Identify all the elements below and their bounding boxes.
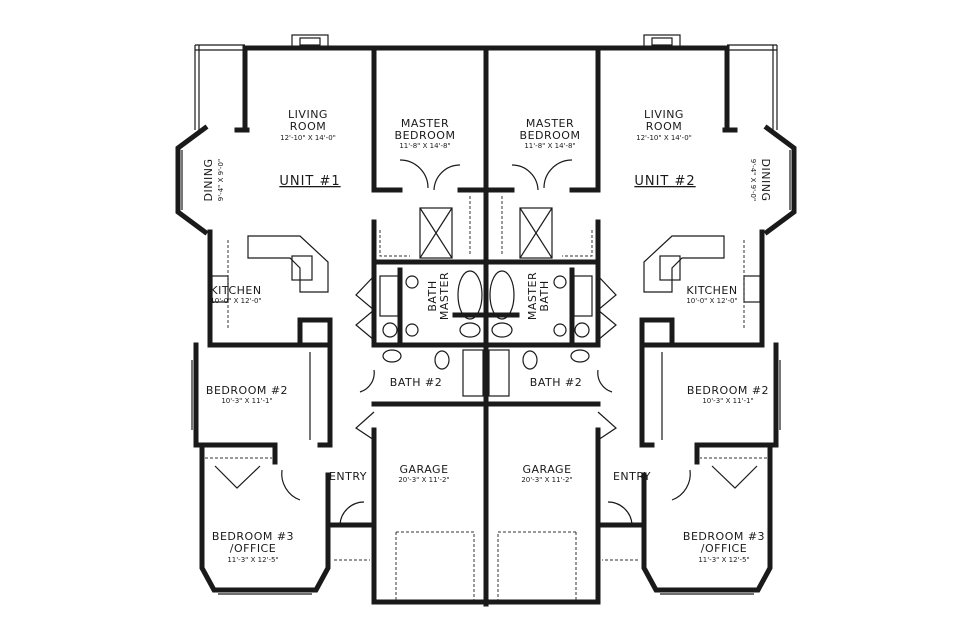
unit2-bedroom3-label2: /OFFICE: [701, 542, 747, 555]
unit2-bedroom3-label: BEDROOM #3: [683, 530, 765, 543]
unit2-master-label: MASTER: [526, 117, 574, 130]
unit1-dining-label: DINING: [202, 159, 215, 202]
unit2-master-label2: BEDROOM: [520, 129, 581, 142]
unit2-garage-label: GARAGE: [522, 463, 571, 476]
unit2-dining-dims: 9'-4" X 9'-0": [749, 159, 757, 201]
unit1-bath2-label: BATH #2: [390, 376, 442, 389]
unit1-living-dims: 12'-10" X 14'-0": [280, 134, 336, 142]
unit1-entry-label: ENTRY: [329, 470, 367, 483]
unit2-title: UNIT #2: [634, 174, 695, 189]
unit2-bath-label: MASTER: [526, 272, 539, 320]
unit1-garage-label: GARAGE: [399, 463, 448, 476]
unit2-kitchen-dims: 10'-0" X 12'-0": [686, 297, 737, 305]
unit1-bedroom3-dims: 11'-3" X 12'-5": [227, 556, 278, 564]
unit1-master-dims: 11'-8" X 14'-8": [399, 142, 450, 150]
unit2-bath-label2: BATH: [538, 280, 551, 311]
unit1-kitchen-dims: 10'-0" X 12'-0": [210, 297, 261, 305]
unit1-garage-dims: 20'-3" X 11'-2": [398, 476, 449, 484]
unit2-entry-label: ENTRY: [613, 470, 651, 483]
unit2-living-label2: ROOM: [646, 120, 682, 133]
unit1-master-label2: BEDROOM: [395, 129, 456, 142]
unit1-dining-dims: 9'-4" X 9'-0": [217, 159, 225, 201]
unit1-bedroom2-label: BEDROOM #2: [206, 384, 288, 397]
unit2-garage-dims: 20'-3" X 11'-2": [521, 476, 572, 484]
unit2-bedroom2-label: BEDROOM #2: [687, 384, 769, 397]
unit1-bedroom3-label2: /OFFICE: [230, 542, 276, 555]
unit1-bedroom2-dims: 10'-3" X 11'-1": [221, 397, 272, 405]
unit2-bedroom2-dims: 10'-3" X 11'-1": [702, 397, 753, 405]
unit1-bath-label2: MASTER: [438, 272, 451, 320]
unit2-master-dims: 11'-8" X 14'-8": [524, 142, 575, 150]
unit1-living-label: LIVING: [288, 108, 328, 121]
unit1-bedroom3-label: BEDROOM #3: [212, 530, 294, 543]
unit2-dining-label: DINING: [759, 159, 772, 202]
unit2-bath2-label: BATH #2: [530, 376, 582, 389]
unit1-living-label2: ROOM: [290, 120, 326, 133]
unit2-kitchen-label: KITCHEN: [686, 284, 737, 297]
unit2-bedroom3-dims: 11'-3" X 12'-5": [698, 556, 749, 564]
unit1-title: UNIT #1: [279, 174, 340, 189]
unit1-bath-label: BATH: [426, 280, 439, 311]
unit2-living-dims: 12'-10" X 14'-0": [636, 134, 692, 142]
unit2-living-label: LIVING: [644, 108, 684, 121]
unit1-master-label: MASTER: [401, 117, 449, 130]
unit1-kitchen-label: KITCHEN: [210, 284, 261, 297]
